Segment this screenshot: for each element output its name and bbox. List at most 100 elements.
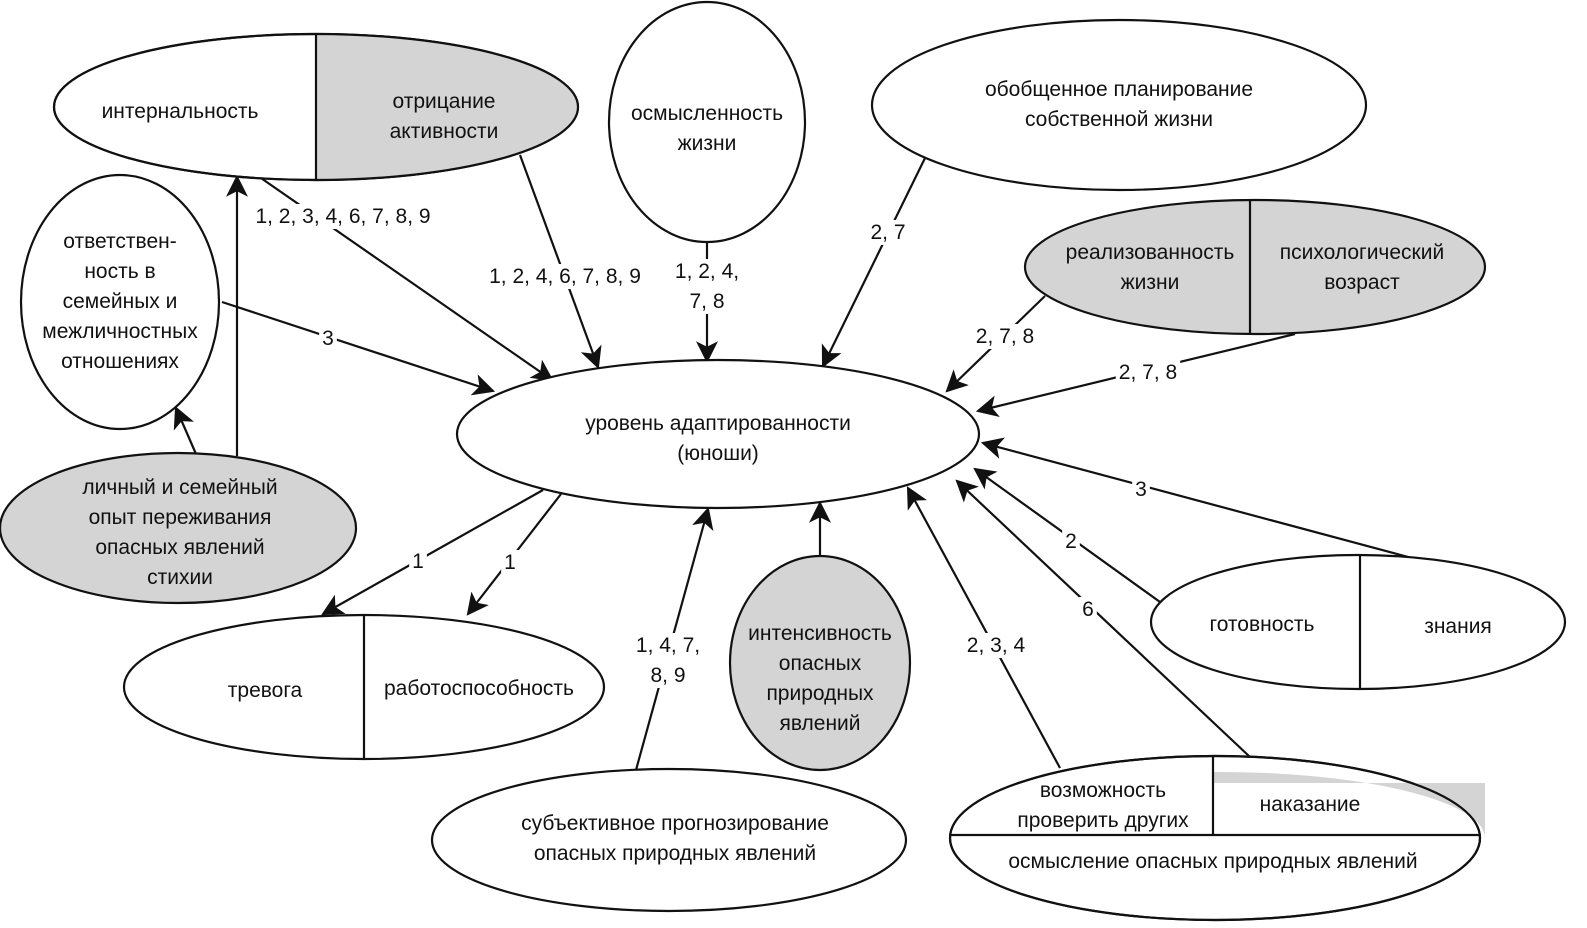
edge-label-background [486, 264, 644, 289]
node-psych-age-text: психологический возраст [1280, 241, 1444, 294]
edge-label-psych-age: 2, 7, 8 [1119, 361, 1177, 384]
edge-label-internality: 1, 2, 3, 4, 6, 7, 8, 9 [255, 205, 430, 228]
text-line: 3 [1135, 478, 1147, 501]
edge-label-knowledge: 3 [1135, 478, 1147, 501]
edge-label-background [671, 259, 743, 314]
edge-punishment [955, 479, 1251, 758]
node-internality-denial: интернальность отрицание активности [52, 32, 580, 182]
text-line: тревога [228, 679, 303, 702]
text-line: 2 [1065, 530, 1077, 553]
edge-label-background [972, 324, 1038, 349]
text-line: возраст [1324, 271, 1400, 294]
text-line: опасных [779, 652, 862, 675]
edge-label-background [319, 326, 337, 351]
edge-label-check-others: 2, 3, 4 [967, 634, 1026, 657]
text-line: осмысленность [631, 102, 783, 125]
text-line: активности [390, 120, 499, 143]
edge-label-background [1062, 529, 1080, 554]
text-line: ность в [84, 260, 155, 283]
text-line: 3 [322, 327, 334, 350]
edge-label-background [1132, 477, 1150, 502]
node-readiness-text: готовность [1210, 613, 1315, 636]
edge-label-background [501, 550, 519, 575]
text-line: психологический [1280, 241, 1444, 264]
text-line: личный и семейный [82, 476, 277, 499]
text-line: отрицание [393, 90, 496, 113]
text-line: субъективное прогнозирование [521, 812, 829, 835]
edge-label-readiness: 2 [1065, 530, 1077, 553]
text-line: жизни [678, 132, 737, 155]
edge-label-realization: 2, 7, 8 [976, 325, 1034, 348]
text-line: жизни [1121, 271, 1180, 294]
text-line: 2, 7, 8 [976, 325, 1034, 348]
edge-label-background [252, 204, 434, 229]
text-line: 7, 8 [689, 290, 724, 313]
text-line: 1, 2, 4, [675, 260, 739, 283]
text-line: 1, 4, 7, [636, 634, 700, 657]
node-knowledge-text: знания [1424, 615, 1492, 638]
text-line: 6 [1082, 598, 1094, 621]
text-line: осмысление опасных природных явлений [1008, 850, 1417, 873]
edge-label-background [409, 549, 427, 574]
text-line: 1, 2, 3, 4, 6, 7, 8, 9 [255, 205, 430, 228]
node-center-text: уровень адаптированности(юноши) [585, 412, 851, 465]
text-line: 2, 7 [870, 221, 905, 244]
text-line: опасных явлений [95, 536, 264, 559]
text-line: реализованность [1066, 241, 1235, 264]
node-forecasting: субъективное прогнозирование опасных прир… [430, 767, 908, 913]
node-meaningfulness: осмысленность жизни [607, 0, 807, 244]
node-anxiety-workability: тревога работоспособность [122, 613, 606, 761]
node-forecasting-text: субъективное прогнозирование опасных прир… [521, 812, 829, 865]
text-line: 1 [504, 551, 516, 574]
text-line: стихии [147, 566, 213, 589]
edge-label-background [1079, 597, 1097, 622]
edge-label-punishment: 6 [1082, 598, 1094, 621]
text-line: ответствен- [63, 230, 176, 253]
edge-experience-to-responsibility [173, 405, 198, 455]
text-line: интернальность [102, 100, 259, 123]
node-center: уровень адаптированности(юноши) [455, 358, 981, 510]
node-denial-text: отрицание активности [390, 90, 499, 143]
edge-label-responsibility: 3 [322, 327, 334, 350]
edge-check-others [906, 486, 1061, 769]
text-line: явлений [779, 712, 860, 735]
edge-label-background [1115, 360, 1181, 385]
edge-label-forecasting: 1, 4, 7, 8, 9 [636, 634, 700, 687]
text-line: готовность [1210, 613, 1315, 636]
text-line: (юноши) [677, 442, 759, 465]
edge-anxiety [321, 489, 544, 616]
edge-label-planning: 2, 7 [870, 221, 905, 244]
text-line: 1, 2, 4, 6, 7, 8, 9 [489, 265, 641, 288]
edge-responsibility [221, 300, 496, 396]
node-internality-text: интернальность [102, 100, 259, 123]
text-line: 1 [412, 550, 424, 573]
edge-planning [821, 153, 928, 368]
text-line: возможность [1040, 779, 1166, 802]
edge-label-denial: 1, 2, 4, 6, 7, 8, 9 [489, 265, 641, 288]
text-line: наказание [1260, 793, 1361, 816]
node-comprehension-group: возможность проверить других наказание ос… [948, 754, 1485, 922]
text-line: интенсивность [748, 622, 892, 645]
text-line: 8, 9 [650, 664, 685, 687]
text-line: семейных и [63, 290, 178, 313]
node-workability-text: работоспособность [384, 677, 574, 700]
text-line: обобщенное планирование [985, 78, 1253, 101]
edge-label-background [963, 633, 1029, 658]
node-check-others-text: возможность проверить других [1017, 779, 1189, 832]
text-line: отношениях [61, 350, 179, 373]
edge-label-anxiety: 1 [412, 550, 424, 573]
node-punishment-text: наказание [1260, 793, 1361, 816]
text-line: проверить других [1017, 809, 1189, 832]
text-line: опасных природных явлений [534, 842, 816, 865]
edge-denial [518, 154, 602, 370]
text-line: 2, 7, 8 [1119, 361, 1177, 384]
node-realization-text: реализованность жизни [1066, 241, 1235, 294]
